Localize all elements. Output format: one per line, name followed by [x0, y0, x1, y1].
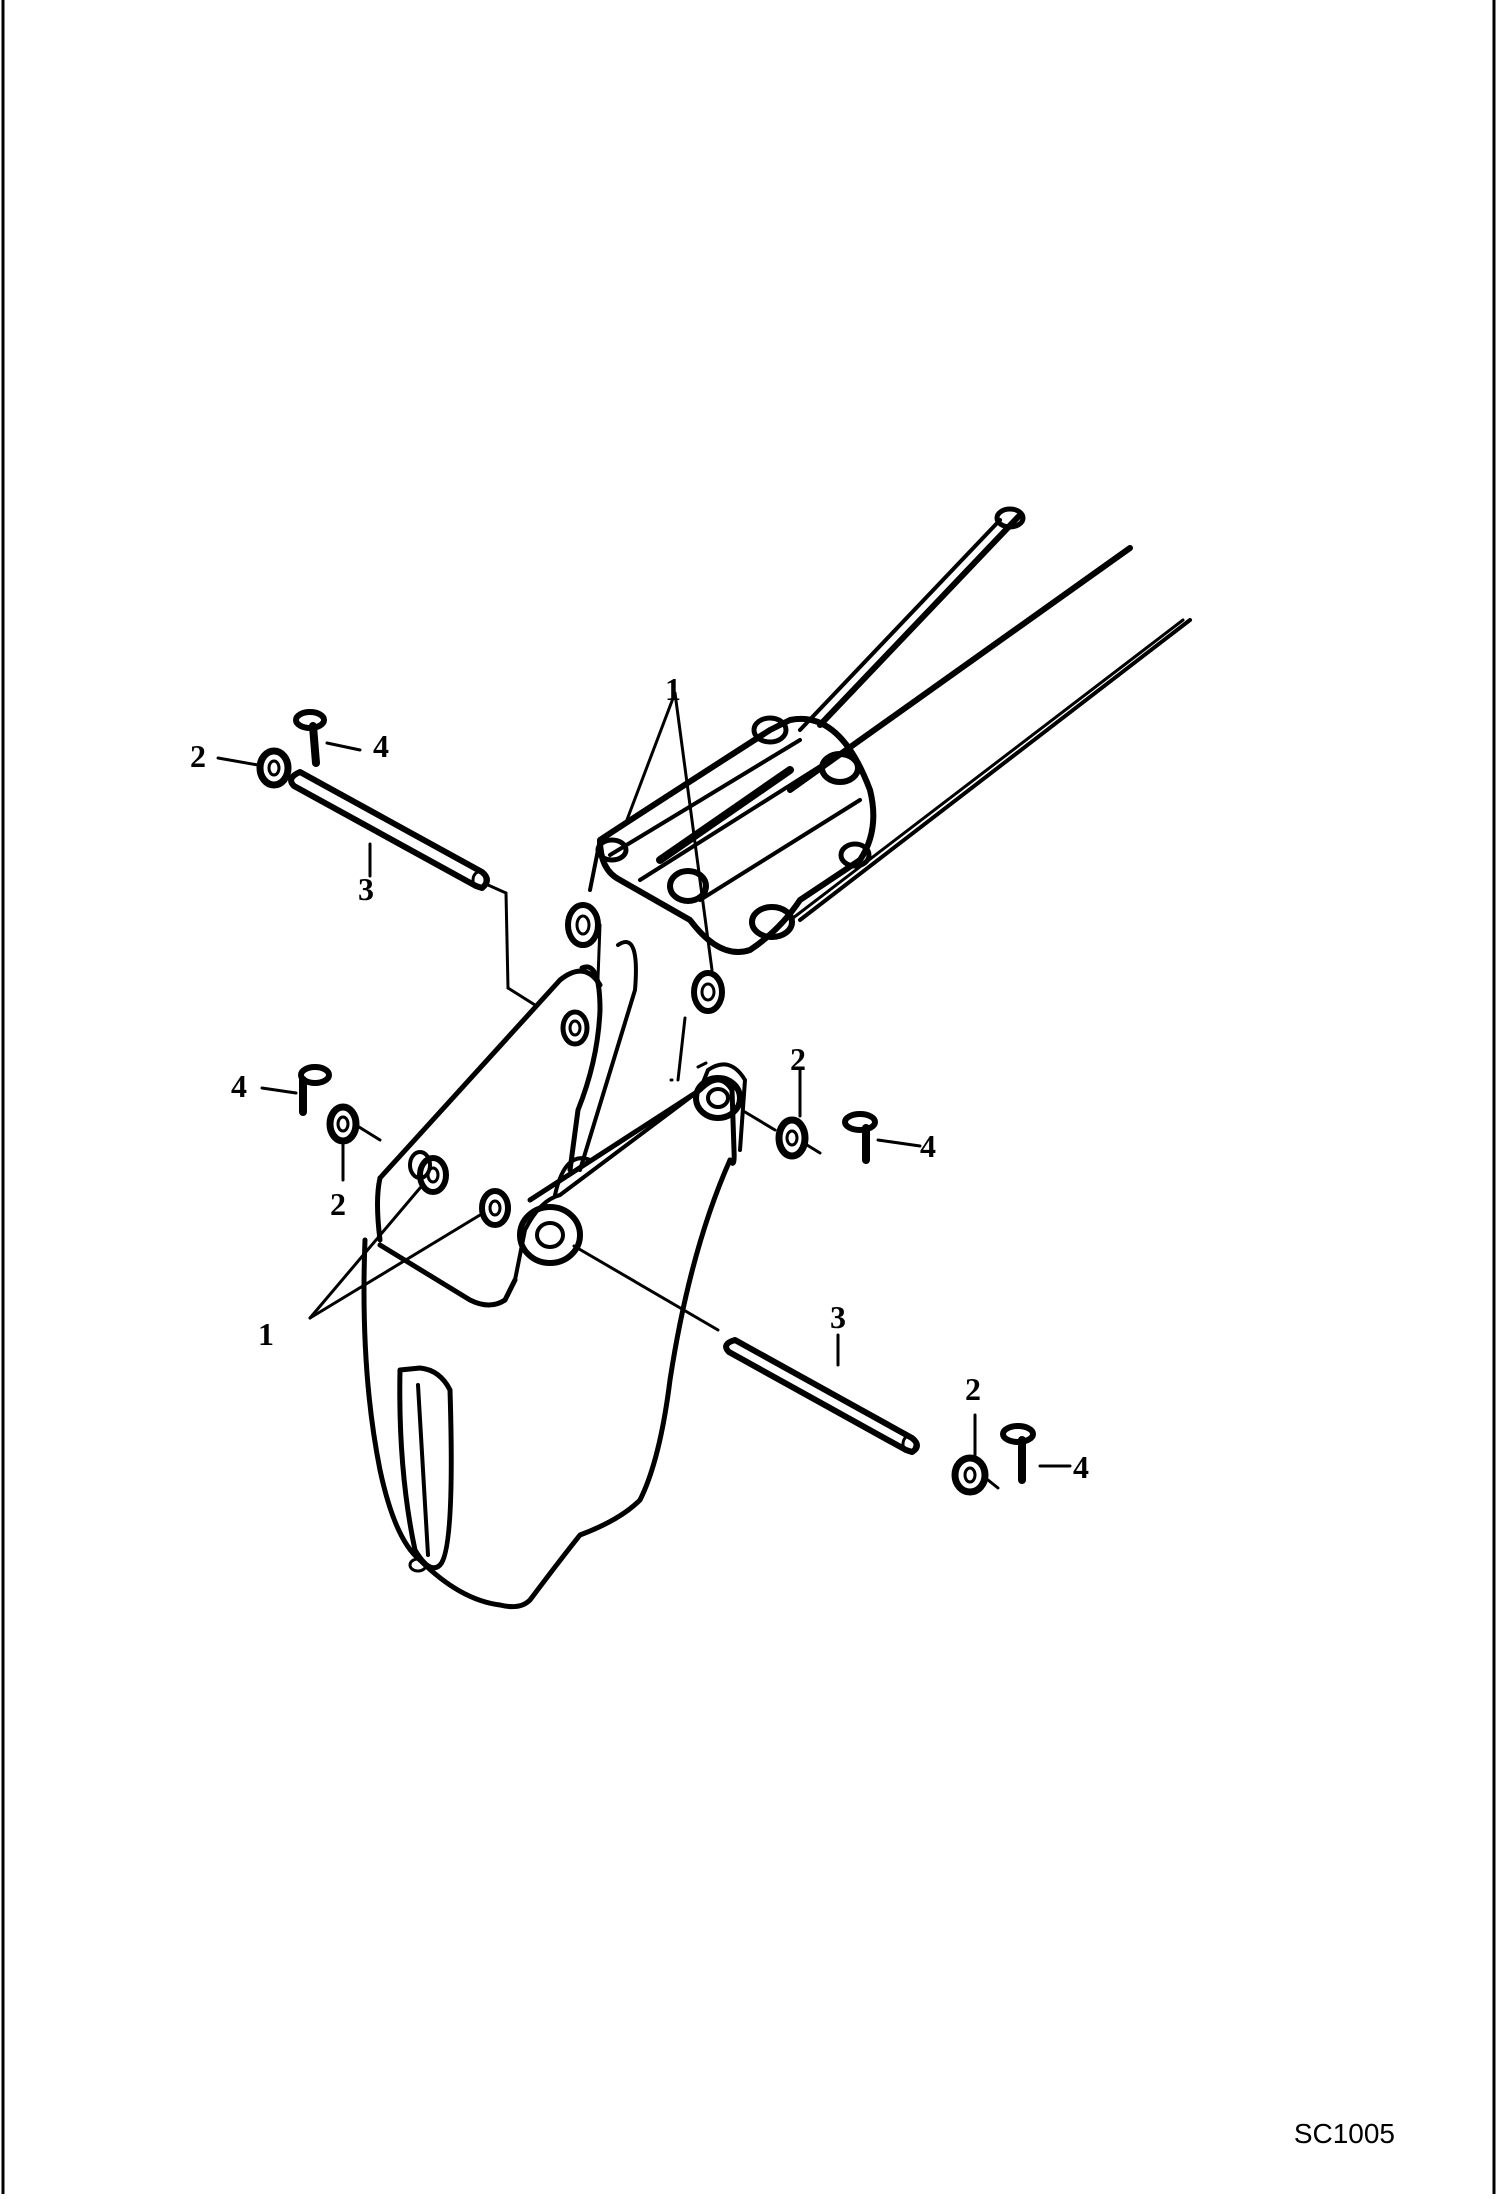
- label-2-top-left: 2: [190, 738, 206, 774]
- boom-arm: [787, 506, 1192, 922]
- label-4-middle-right: 4: [920, 1128, 936, 1164]
- washer-parts: [256, 747, 989, 1496]
- bolt-parts: [293, 709, 1036, 1484]
- label-3-bottom: 3: [830, 1299, 846, 1335]
- label-2-middle-left: 2: [330, 1186, 346, 1222]
- pin-parts: [288, 769, 920, 1455]
- label-1-top: 1: [665, 671, 681, 707]
- bolt-middle-right: [842, 1111, 878, 1164]
- pin-lower: [723, 1337, 920, 1455]
- label-4-bottom-right: 4: [1073, 1449, 1089, 1485]
- boom-head: [588, 715, 877, 955]
- label-4-middle-left: 4: [231, 1068, 247, 1104]
- bushing-parts: [408, 902, 725, 1228]
- drawing-code: SC1005: [1293, 2118, 1395, 2149]
- label-2-bottom-right: 2: [965, 1371, 981, 1407]
- bushing-lower-left: [417, 1155, 449, 1195]
- bucket-pin-bosses: [517, 1009, 743, 1266]
- label-3-top: 3: [358, 871, 374, 907]
- bolt-middle-left: [298, 1064, 332, 1116]
- bushing-upper-left: [565, 902, 601, 948]
- label-2-middle-right: 2: [790, 1041, 806, 1077]
- bushing-upper-right: [691, 970, 725, 1014]
- bolt-bottom-right: [1000, 1423, 1036, 1484]
- bushing-lower-right: [479, 1188, 511, 1228]
- bucket-slot: [397, 1365, 454, 1573]
- pin-upper: [288, 769, 490, 891]
- callout-labels: 1 2 4 3 4 2 1 2 4 3 2 4: [190, 671, 1089, 1485]
- leader-lines: [216, 691, 1072, 1490]
- bucket-body: [361, 940, 747, 1610]
- label-4-top-left: 4: [373, 728, 389, 764]
- label-1-bottom-left: 1: [258, 1316, 274, 1352]
- bolt-top-left: [293, 709, 327, 767]
